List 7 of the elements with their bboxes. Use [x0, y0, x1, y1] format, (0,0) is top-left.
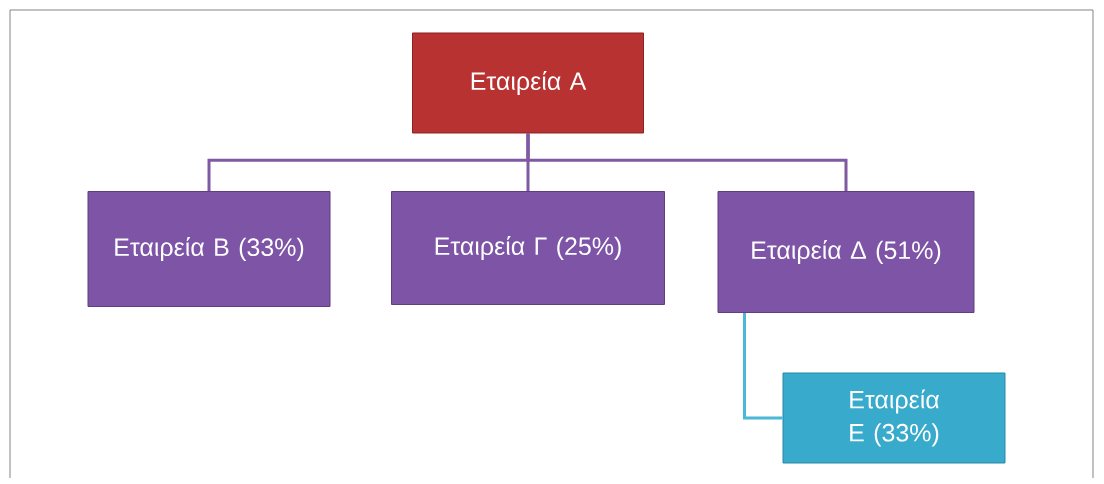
connector-line: [743, 313, 783, 420]
company-box: Εταιρεία Δ (51%): [717, 191, 975, 313]
company-box: Εταιρεία Γ (25%): [391, 191, 665, 305]
company-box: Εταιρεία Α: [412, 32, 644, 134]
connector-line: [526, 133, 848, 191]
company-box: Εταιρεία Ε (33%): [782, 372, 1006, 464]
company-box: Εταιρεία Β (33%): [87, 191, 331, 307]
